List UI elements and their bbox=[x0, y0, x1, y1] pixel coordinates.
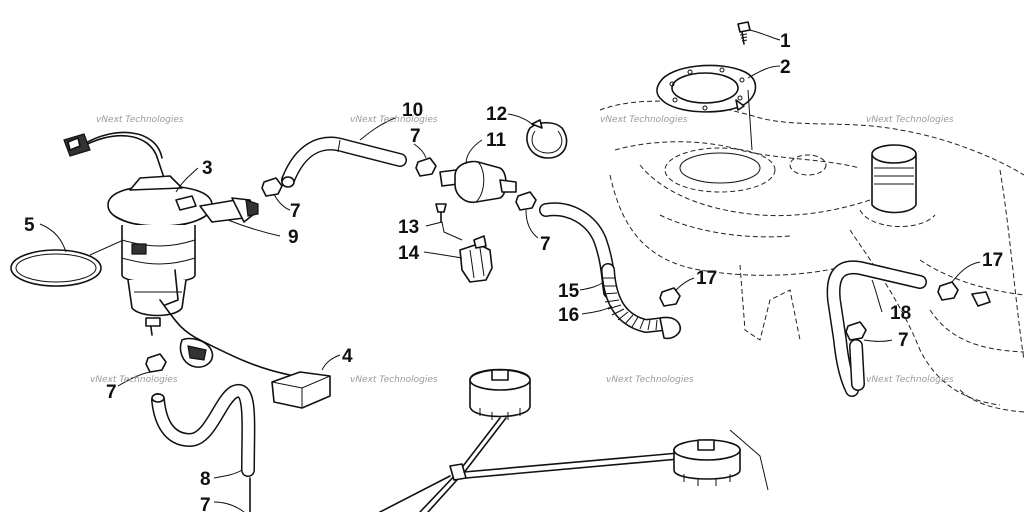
callout-17-b: 17 bbox=[982, 250, 1003, 271]
vent-line-assembly bbox=[379, 368, 769, 512]
leader-7c bbox=[525, 209, 539, 239]
leader-2b bbox=[747, 89, 753, 151]
leader-7e bbox=[117, 371, 151, 387]
leader-14 bbox=[423, 251, 463, 259]
watermark-group: vNext Technologies vNext Technologies vN… bbox=[90, 115, 954, 385]
hose-clamp-part-7-e bbox=[145, 353, 167, 373]
callout-12: 12 bbox=[486, 104, 507, 125]
corrugated-sleeve-part-16 bbox=[601, 263, 671, 333]
watermark-2: vNext Technologies bbox=[350, 115, 438, 125]
leader-2 bbox=[747, 65, 781, 79]
leader-10 bbox=[359, 117, 396, 141]
leader-3 bbox=[175, 167, 199, 193]
hose-clamp-part-7-c bbox=[515, 191, 537, 211]
hose-clamp-part-7-b bbox=[415, 157, 437, 177]
leader-11 bbox=[465, 139, 483, 165]
callout-14: 14 bbox=[398, 243, 420, 264]
callout-11: 11 bbox=[486, 130, 507, 151]
watermark-4: vNext Technologies bbox=[866, 115, 954, 125]
callout-5: 5 bbox=[24, 215, 35, 236]
leader-5 bbox=[39, 223, 67, 253]
callout-10: 10 bbox=[402, 100, 423, 121]
watermark-5: vNext Technologies bbox=[90, 375, 178, 385]
leader-9 bbox=[227, 219, 281, 237]
vent-hose-part-18 bbox=[826, 260, 927, 397]
leader-17b bbox=[951, 261, 981, 283]
callout-7-a: 7 bbox=[290, 201, 301, 222]
leader-1 bbox=[749, 29, 781, 41]
hose-part-10 bbox=[281, 136, 407, 188]
hose-clamp-part-17-a bbox=[659, 287, 681, 307]
leader-7a bbox=[273, 193, 291, 211]
float-part-4 bbox=[271, 371, 331, 409]
callout-3: 3 bbox=[202, 158, 213, 179]
callout-8: 8 bbox=[200, 469, 211, 490]
watermark-7: vNext Technologies bbox=[606, 375, 694, 385]
leader-4 bbox=[321, 354, 341, 371]
watermark-1: vNext Technologies bbox=[96, 115, 184, 125]
callout-7-e: 7 bbox=[106, 382, 117, 403]
spring-clamp-part-12 bbox=[526, 119, 568, 159]
fuel-tank-outline bbox=[599, 100, 1024, 413]
elbow-fitting-part-9 bbox=[199, 197, 259, 223]
o-ring-part-5 bbox=[10, 249, 102, 287]
callout-1: 1 bbox=[780, 31, 791, 52]
leader-7b bbox=[413, 143, 427, 159]
callout-9: 9 bbox=[288, 227, 299, 248]
callout-7-d: 7 bbox=[898, 330, 909, 351]
hose-part-15 bbox=[539, 202, 617, 299]
screw-part-1 bbox=[737, 21, 751, 45]
leader-7f bbox=[213, 501, 245, 512]
watermark-6: vNext Technologies bbox=[350, 375, 438, 385]
callout-7-b: 7 bbox=[410, 126, 421, 147]
callout-13: 13 bbox=[398, 217, 419, 238]
leader-13 bbox=[425, 221, 463, 241]
hose-clamp-part-7-d bbox=[845, 321, 867, 341]
leader-7d bbox=[863, 339, 893, 342]
watermark-3: vNext Technologies bbox=[600, 115, 688, 125]
hose-clamp-part-7-a bbox=[261, 177, 283, 197]
callout-7-f: 7 bbox=[200, 495, 211, 512]
push-pin-part-13 bbox=[435, 203, 447, 223]
gasket-plate-part-2 bbox=[656, 64, 757, 113]
callout-15: 15 bbox=[558, 281, 580, 302]
bracket-part-14 bbox=[459, 235, 493, 283]
leader-8 bbox=[213, 469, 243, 479]
hose-clamp-part-17-b bbox=[937, 281, 991, 307]
leader-18 bbox=[871, 279, 883, 313]
leader-16 bbox=[581, 305, 613, 315]
callout-18: 18 bbox=[890, 303, 911, 324]
callout-2: 2 bbox=[780, 57, 791, 78]
watermark-8: vNext Technologies bbox=[866, 375, 954, 385]
callout-16: 16 bbox=[558, 305, 579, 326]
callout-7-c: 7 bbox=[540, 234, 551, 255]
leader-12 bbox=[507, 113, 535, 127]
leader-15 bbox=[579, 281, 605, 291]
hose-part-8 bbox=[151, 384, 256, 512]
fuel-filter-part-11 bbox=[439, 160, 517, 204]
callout-4: 4 bbox=[342, 346, 353, 367]
callout-17-a: 17 bbox=[696, 268, 717, 289]
callout-labels: 1 2 3 4 5 7 7 7 7 7 7 8 9 10 11 12 13 14… bbox=[24, 31, 1003, 512]
fuel-pump-assembly-part-3 bbox=[63, 131, 291, 376]
leader-17a bbox=[675, 277, 695, 291]
